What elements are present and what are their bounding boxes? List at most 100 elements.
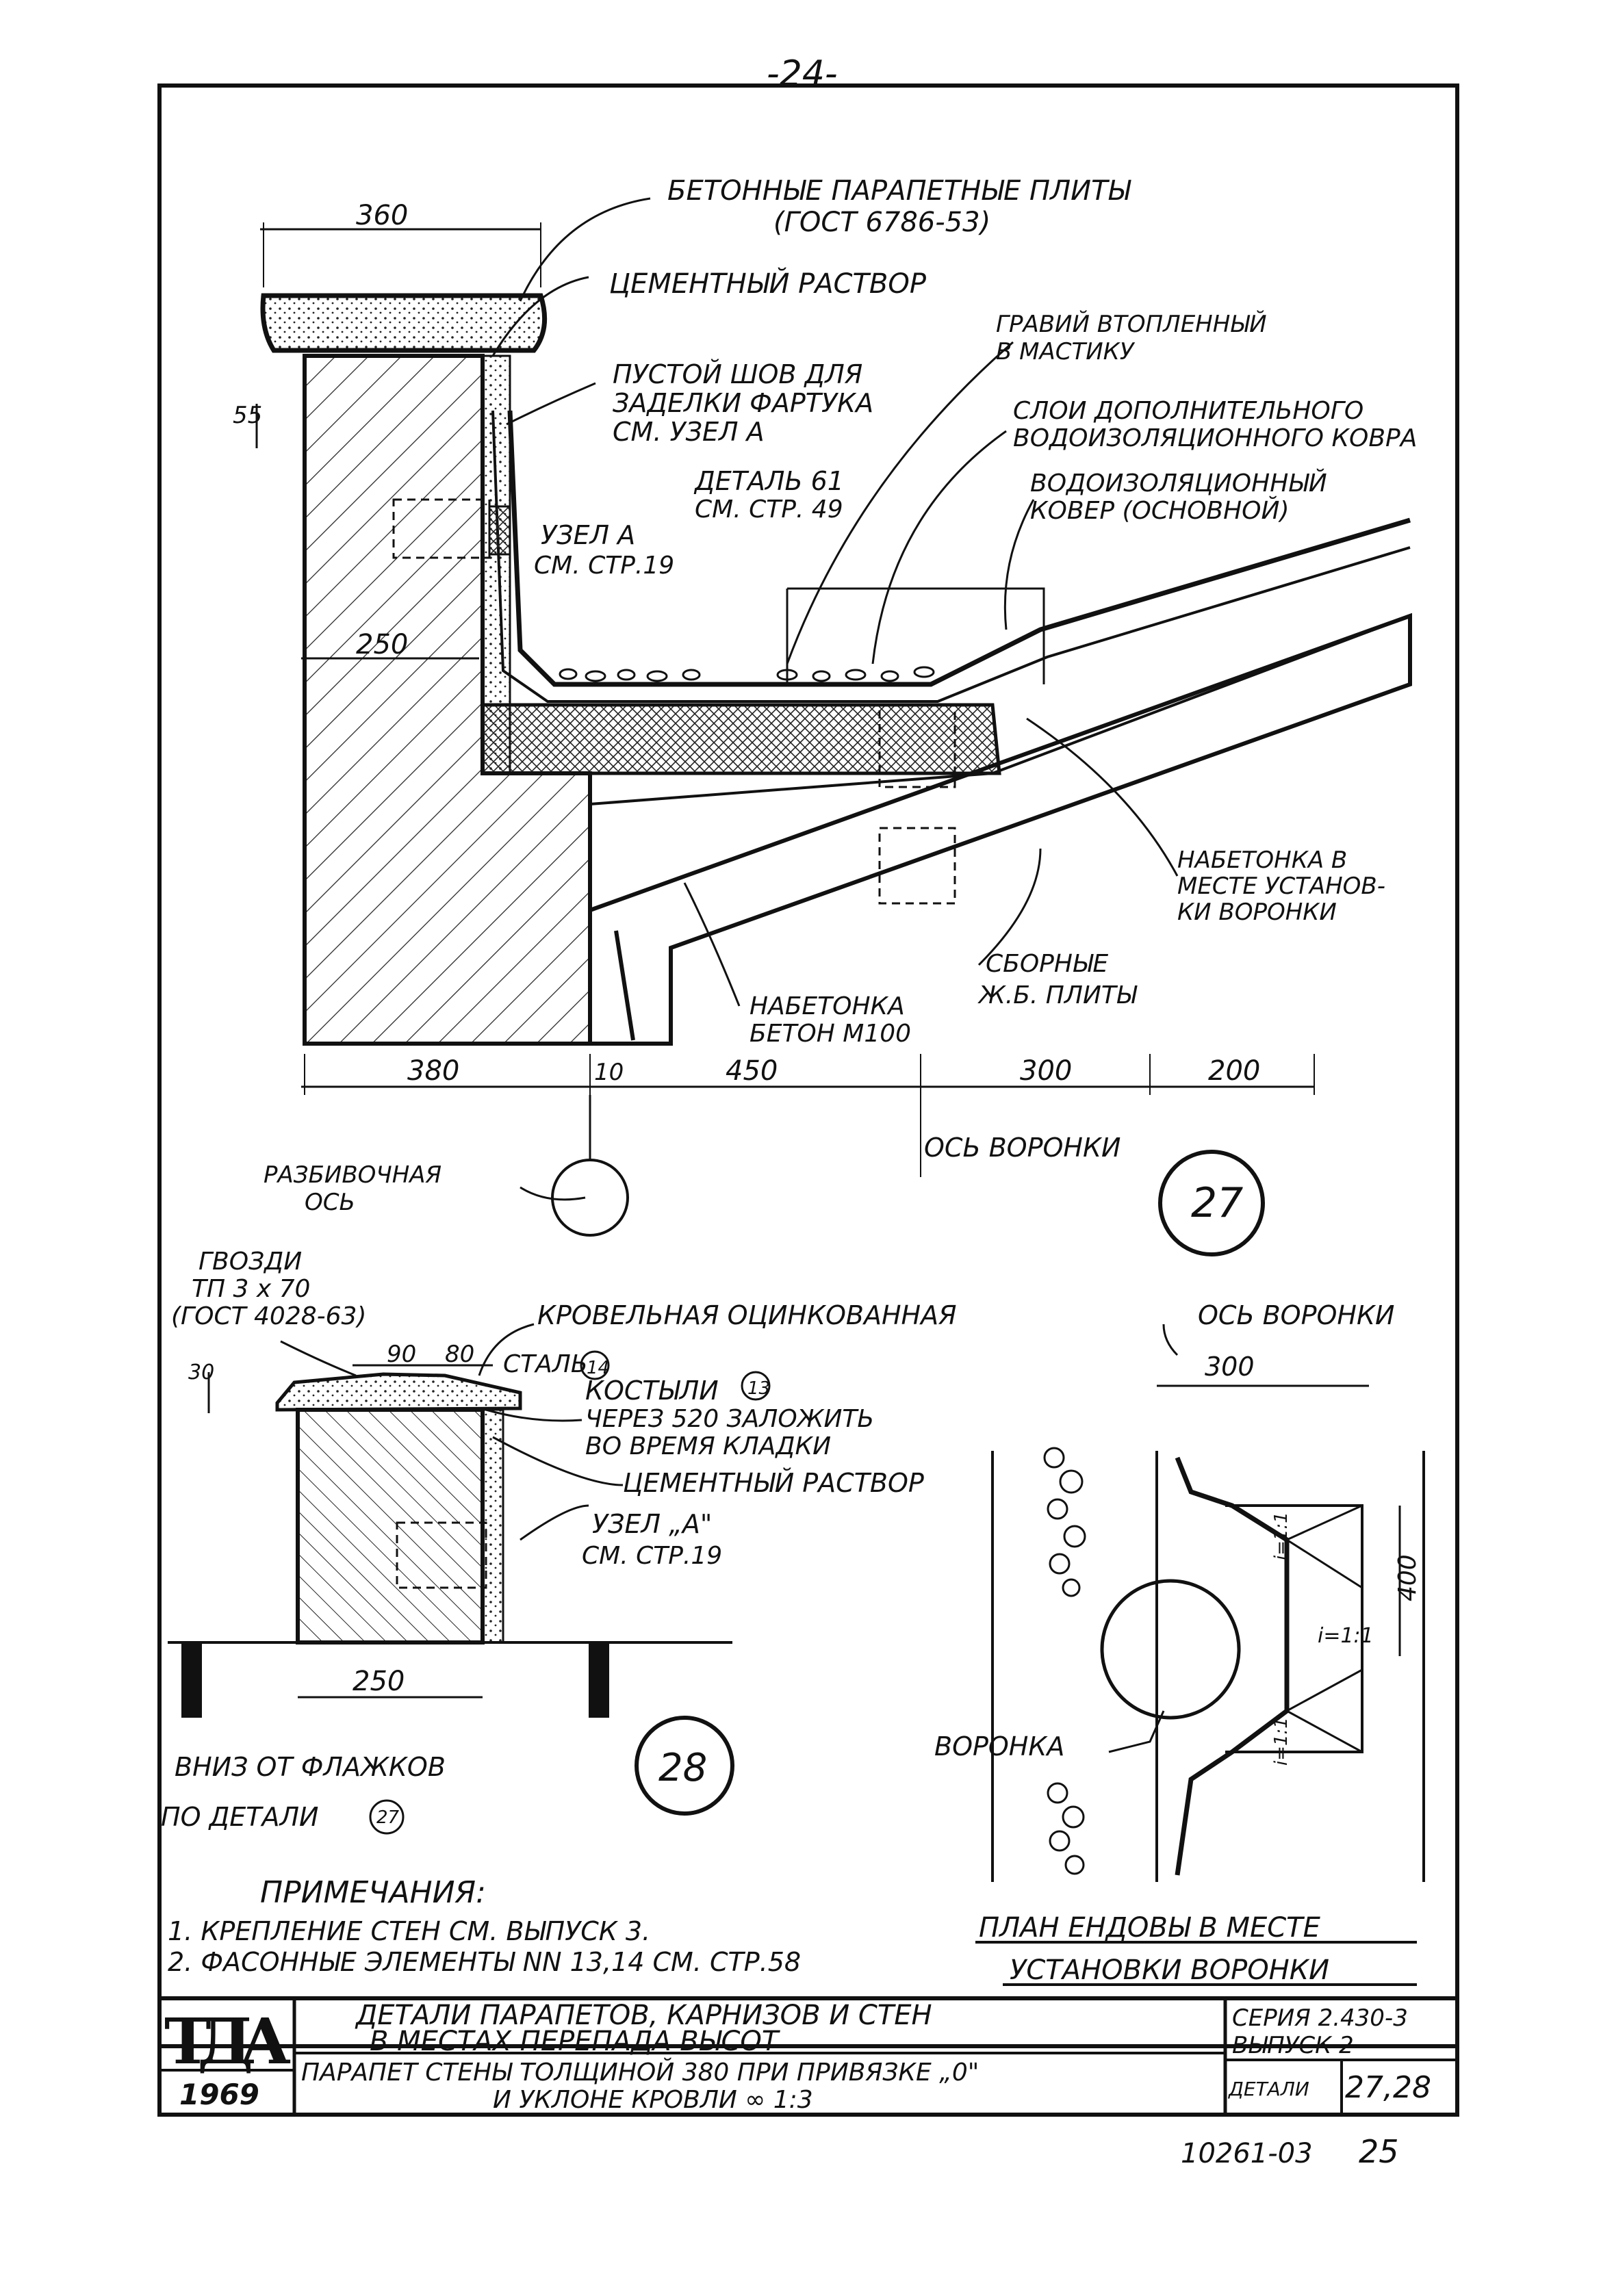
notes-heading: ПРИМЕЧАНИЯ: [260,1875,486,1910]
node-a-box-28 [396,1521,487,1589]
node-a-block [488,505,511,556]
title-line-2: В МЕСТАХ ПЕРЕПАДА ВЫСОТ [370,2026,781,2057]
label-gravel-1: ГРАВИЙ ВТОПЛЕННЫЙ [996,310,1267,338]
waterproofing-carpet [507,410,1411,687]
crutches-mark: 13 [747,1378,770,1399]
title-year: 1969 [179,2078,259,2111]
note-2: 2. ФАСОННЫЕ ЭЛЕМЕНТЫ NN 13,14 СМ. СТР.58 [168,1947,801,1977]
detail-27-number: 27 [1191,1179,1243,1227]
leader-carpet [1003,499,1035,630]
leader-extra [871,430,1007,665]
label-nails-3: (ГОСТ 4028-63) [171,1302,366,1330]
dim-10: 10 [594,1059,624,1086]
wall-28 [296,1408,485,1644]
dim-380: 380 [407,1055,459,1087]
dim-250-28: 250 [353,1666,405,1697]
extra-carpet-layer [491,410,1411,703]
label-cement-mortar-28: ЦЕМЕНТНЫЙ РАСТВОР [623,1468,924,1498]
detail-28 [168,1323,771,1835]
label-extra-layers-1: СЛОИ ДОПОЛНИТЕЛЬНОГО [1013,397,1363,425]
label-precast-1: СБОРНЫЕ [986,950,1108,978]
title-block: ТДА 1969 ДЕТАЛИ ПАРАПЕТОВ, КАРНИЗОВ И СТ… [157,1996,1459,2117]
flag-right [589,1642,609,1718]
leader-precast [977,848,1042,966]
label-detail61-2: СМ. СТР. 49 [695,495,843,524]
precast-slab [588,612,1412,1046]
plan-labels: ОСЬ ВОРОНКИ 300 400 i=1:1 i=1:1 i=1:1 ВО… [934,1300,1422,1986]
layout-axis-marker [551,1159,629,1237]
label-layout-axis-2: ОСЬ [305,1189,355,1216]
gravel [559,666,935,682]
sheet-frame [157,83,1459,2048]
archive-code: 10261-03 [1181,2138,1313,2169]
leader-topping [1026,717,1179,877]
page-number: -24- [767,53,838,94]
detail-28-marker [635,1716,734,1816]
label-empty-joint-3: СМ. УЗЕЛ А [613,417,765,447]
detail-28-number: 28 [658,1746,707,1790]
label-main-carpet-1: ВОДОИЗОЛЯЦИОННЫЙ [1030,469,1327,498]
plan-title-2: УСТАНОВКИ ВОРОНКИ [1010,1955,1329,1986]
coping-steel [275,1372,522,1412]
series: СЕРИЯ 2.430-3 [1232,2004,1408,2032]
logo-tda: ТДА [164,2004,291,2078]
funnel-pipe [878,704,956,788]
label-extra-layers-2: ВОДОИЗОЛЯЦИОННОГО КОВРА [1013,424,1417,452]
label-node-a-28-1: УЗЕЛ „А" [592,1509,712,1539]
leader-joint [506,382,596,426]
label-topping-m100-2: БЕТОН М100 [750,1020,911,1048]
dim-55: 55 [233,402,262,429]
label-layout-axis-1: РАЗБИВОЧНАЯ [264,1161,441,1189]
subtitle-line-2: И УКЛОНЕ КРОВЛИ ∞ 1:3 [493,2086,813,2114]
dim-plan-300: 300 [1205,1352,1255,1382]
label-funnel-axis: ОСЬ ВОРОНКИ [924,1133,1120,1163]
label-topping-m100-1: НАБЕТОНКА [750,992,905,1020]
label-node-a-1: УЗЕЛ А [541,520,635,550]
flag-left [181,1642,202,1718]
label-precast-2: Ж.Б. ПЛИТЫ [977,981,1138,1009]
roof-steel-mark: 14 [587,1358,609,1378]
dim-300: 300 [1020,1055,1072,1087]
dim-90: 90 [387,1341,416,1368]
detail-numbers: 27,28 [1345,2070,1431,2105]
detail-label: ДЕТАЛИ [1227,2078,1309,2100]
label-crutches-2: ЧЕРЕЗ 520 ЗАЛОЖИТЬ [585,1405,874,1433]
notes: ПРИМЕЧАНИЯ: 1. КРЕПЛЕНИЕ СТЕН СМ. ВЫПУСК… [168,1875,801,1977]
dim-450: 450 [726,1055,778,1087]
plan-gravel-left [1043,1447,1086,1875]
leader-gravel [786,341,1014,665]
slab-corner [614,930,635,1041]
label-roof-steel-1: КРОВЕЛЬНАЯ ОЦИНКОВАННАЯ [537,1300,957,1330]
dim-200: 200 [1208,1055,1260,1087]
label-nails-1: ГВОЗДИ [198,1248,302,1276]
detail-27-marker [1158,1150,1265,1256]
note-1: 1. КРЕПЛЕНИЕ СТЕН СМ. ВЫПУСК 3. [168,1916,650,1946]
mortar-28 [481,1408,504,1644]
funnel-bottom [878,827,956,905]
label-topping-funnel-1: НАБЕТОНКА В [1177,847,1347,874]
label-plan-funnel: ВОРОНКА [934,1731,1064,1762]
label-cement-mortar: ЦЕМЕНТНЫЙ РАСТВОР [609,267,927,300]
label-crutches-3: ВО ВРЕМЯ КЛАДКИ [585,1432,831,1460]
label-empty-joint-2: ЗАДЕЛКИ ФАРТУКА [613,388,873,418]
label-crutches-1: КОСТЫЛИ [585,1376,719,1406]
dim-30: 30 [188,1360,214,1384]
label-gravel-2: В МАСТИКУ [996,338,1136,365]
title-line-1: ДЕТАЛИ ПАРАПЕТОВ, КАРНИЗОВ И СТЕН [355,2000,932,2031]
issue: ВЫПУСК 2 [1232,2032,1354,2059]
detail-27-labels: БЕТОННЫЕ ПАРАПЕТНЫЕ ПЛИТЫ (ГОСТ 6786-53)… [233,175,1417,1227]
label-topping-funnel-2: МЕСТЕ УСТАНОВ- [1177,873,1385,900]
leader-mortar [491,276,589,357]
topping-line [589,615,1411,805]
leader-slabs [519,197,651,302]
label-main-carpet-2: КОВЕР (ОСНОВНОЙ) [1030,496,1290,525]
dim-250: 250 [356,629,408,660]
sheet-number: 25 [1359,2133,1399,2170]
label-detail61-1: ДЕТАЛЬ 61 [693,466,844,496]
label-below-flags-1: ВНИЗ ОТ ФЛАЖКОВ [175,1752,446,1782]
subtitle-line-1: ПАРАПЕТ СТЕНЫ ТОЛЩИНОЙ 380 ПРИ ПРИВЯЗКЕ … [301,2058,979,2087]
plan-slope-1: i=1:1 [1271,1512,1292,1560]
label-gost: (ГОСТ 6786-53) [773,207,990,238]
funnel-body [786,587,1045,684]
label-below-flags-2: ПО ДЕТАЛИ [161,1802,318,1832]
